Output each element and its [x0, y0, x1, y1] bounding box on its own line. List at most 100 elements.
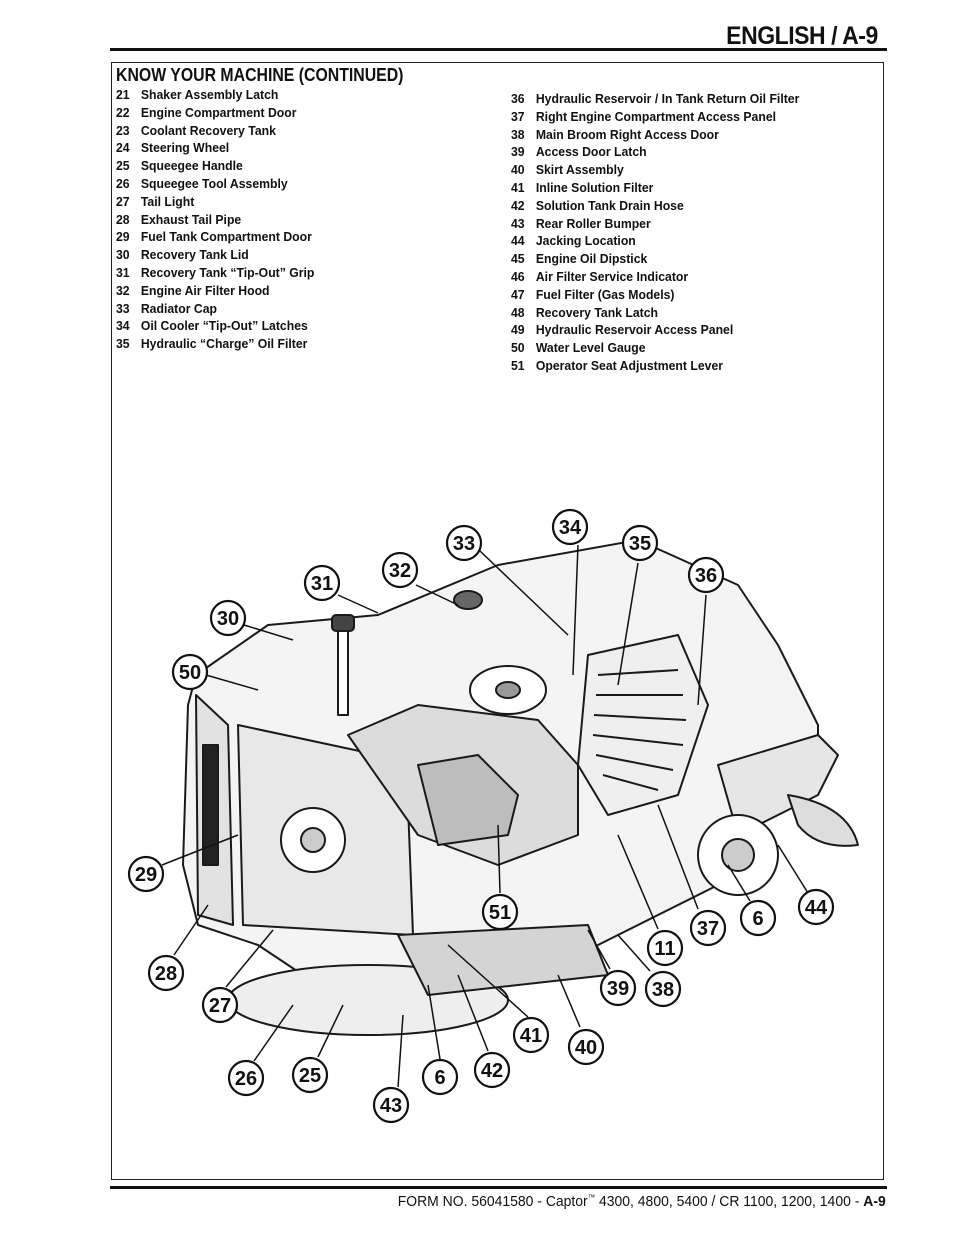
- part-name: Steering Wheel: [140, 140, 230, 156]
- callout-leader-line: [317, 1004, 344, 1058]
- parts-list-item: 41 Inline Solution Filter: [511, 179, 799, 197]
- parts-list-item: 37 Right Engine Compartment Access Panel: [511, 108, 799, 126]
- callout-bubble: 51: [481, 893, 519, 931]
- part-name: Recovery Tank “Tip-Out” Grip: [140, 264, 315, 280]
- part-name: Squeegee Tool Assembly: [140, 175, 288, 191]
- callout-bubble: 31: [303, 564, 341, 602]
- callout-bubble: 29: [127, 855, 165, 893]
- section-heading: KNOW YOUR MACHINE (CONTINUED): [116, 65, 404, 85]
- part-number: 35: [116, 336, 130, 352]
- footer-divider: [110, 1186, 887, 1189]
- callout-label: 36: [695, 565, 717, 587]
- part-name: Operator Seat Adjustment Lever: [535, 357, 724, 373]
- part-name: Engine Compartment Door: [140, 104, 297, 120]
- callout-bubble: 42: [473, 1051, 511, 1089]
- callout-bubble: 28: [147, 954, 185, 992]
- part-number: 25: [116, 158, 130, 174]
- part-name: Skirt Assembly: [535, 162, 624, 178]
- part-number: 24: [116, 140, 130, 156]
- part-name: Inline Solution Filter: [535, 179, 654, 195]
- callout-label: 26: [235, 1068, 257, 1090]
- footer-text: FORM NO. 56041580 - Captor™ 4300, 4800, …: [398, 1193, 886, 1210]
- part-number: 40: [511, 162, 525, 178]
- callout-label: 31: [311, 573, 333, 595]
- part-number: 49: [511, 322, 525, 338]
- callout-bubble: 6: [739, 899, 777, 937]
- callout-leader-line: [497, 824, 501, 894]
- part-number: 29: [116, 229, 130, 245]
- callout-label: 41: [520, 1025, 542, 1047]
- callout-label: 38: [652, 979, 674, 1001]
- part-number: 32: [116, 282, 130, 298]
- part-number: 30: [116, 247, 130, 263]
- part-name: Exhaust Tail Pipe: [140, 211, 242, 227]
- part-number: 39: [511, 144, 525, 160]
- callout-leader-line: [457, 974, 489, 1052]
- callout-leader-line: [657, 804, 699, 910]
- parts-list-item: 42 Solution Tank Drain Hose: [511, 197, 799, 215]
- callout-leader-line: [397, 1014, 404, 1088]
- part-number: 27: [116, 193, 130, 209]
- callout-label: 35: [629, 533, 651, 555]
- callout-bubble: 39: [599, 969, 637, 1007]
- part-number: 37: [511, 108, 525, 124]
- callout-bubble: 36: [687, 556, 725, 594]
- part-number: 26: [116, 175, 130, 191]
- parts-list-item: 40 Skirt Assembly: [511, 161, 799, 179]
- part-number: 21: [116, 87, 130, 102]
- part-name: Solution Tank Drain Hose: [535, 197, 684, 213]
- callout-label: 37: [697, 918, 719, 940]
- callout-leader-line: [447, 944, 529, 1018]
- part-name: Squeegee Handle: [140, 158, 243, 174]
- part-number: 41: [511, 179, 525, 195]
- part-name: Recovery Tank Lid: [140, 247, 249, 263]
- callout-label: 39: [607, 978, 629, 1000]
- part-number: 34: [116, 318, 130, 334]
- callout-bubble: 37: [689, 909, 727, 947]
- part-name: Tail Light: [140, 193, 195, 209]
- callout-label: 40: [575, 1037, 597, 1059]
- callout-leader-line: [557, 974, 581, 1028]
- callout-leader-line: [205, 674, 259, 691]
- callout-label: 27: [209, 995, 231, 1017]
- callout-label: 44: [805, 897, 828, 919]
- callout-bubble: 26: [227, 1059, 265, 1097]
- part-number: 22: [116, 104, 130, 120]
- callout-bubble: 11: [646, 929, 684, 967]
- callout-leader-line: [587, 929, 611, 970]
- callout-label: 30: [217, 608, 239, 630]
- parts-list-item: 31 Recovery Tank “Tip-Out” Grip: [116, 264, 314, 282]
- part-name: Water Level Gauge: [535, 340, 646, 356]
- part-number: 51: [511, 357, 525, 373]
- part-name: Oil Cooler “Tip-Out” Latches: [140, 318, 308, 334]
- part-number: 46: [511, 268, 525, 284]
- part-number: 33: [116, 300, 130, 316]
- part-name: Radiator Cap: [140, 300, 217, 316]
- part-number: 31: [116, 264, 130, 280]
- part-number: 48: [511, 304, 525, 320]
- part-number: 38: [511, 126, 525, 142]
- callout-label: 34: [559, 517, 582, 539]
- part-number: 42: [511, 197, 525, 213]
- parts-list-item: 30 Recovery Tank Lid: [116, 246, 314, 264]
- part-name: Fuel Tank Compartment Door: [140, 229, 312, 245]
- part-name: Engine Oil Dipstick: [535, 251, 648, 267]
- part-name: Right Engine Compartment Access Panel: [535, 108, 777, 124]
- callout-bubble: 34: [551, 508, 589, 546]
- part-name: Hydraulic Reservoir / In Tank Return Oil…: [535, 91, 800, 106]
- callout-bubble: 35: [621, 524, 659, 562]
- callout-label: 42: [481, 1060, 503, 1082]
- part-number: 44: [511, 233, 525, 249]
- part-number: 43: [511, 215, 525, 231]
- parts-list-item: 22 Engine Compartment Door: [116, 104, 314, 122]
